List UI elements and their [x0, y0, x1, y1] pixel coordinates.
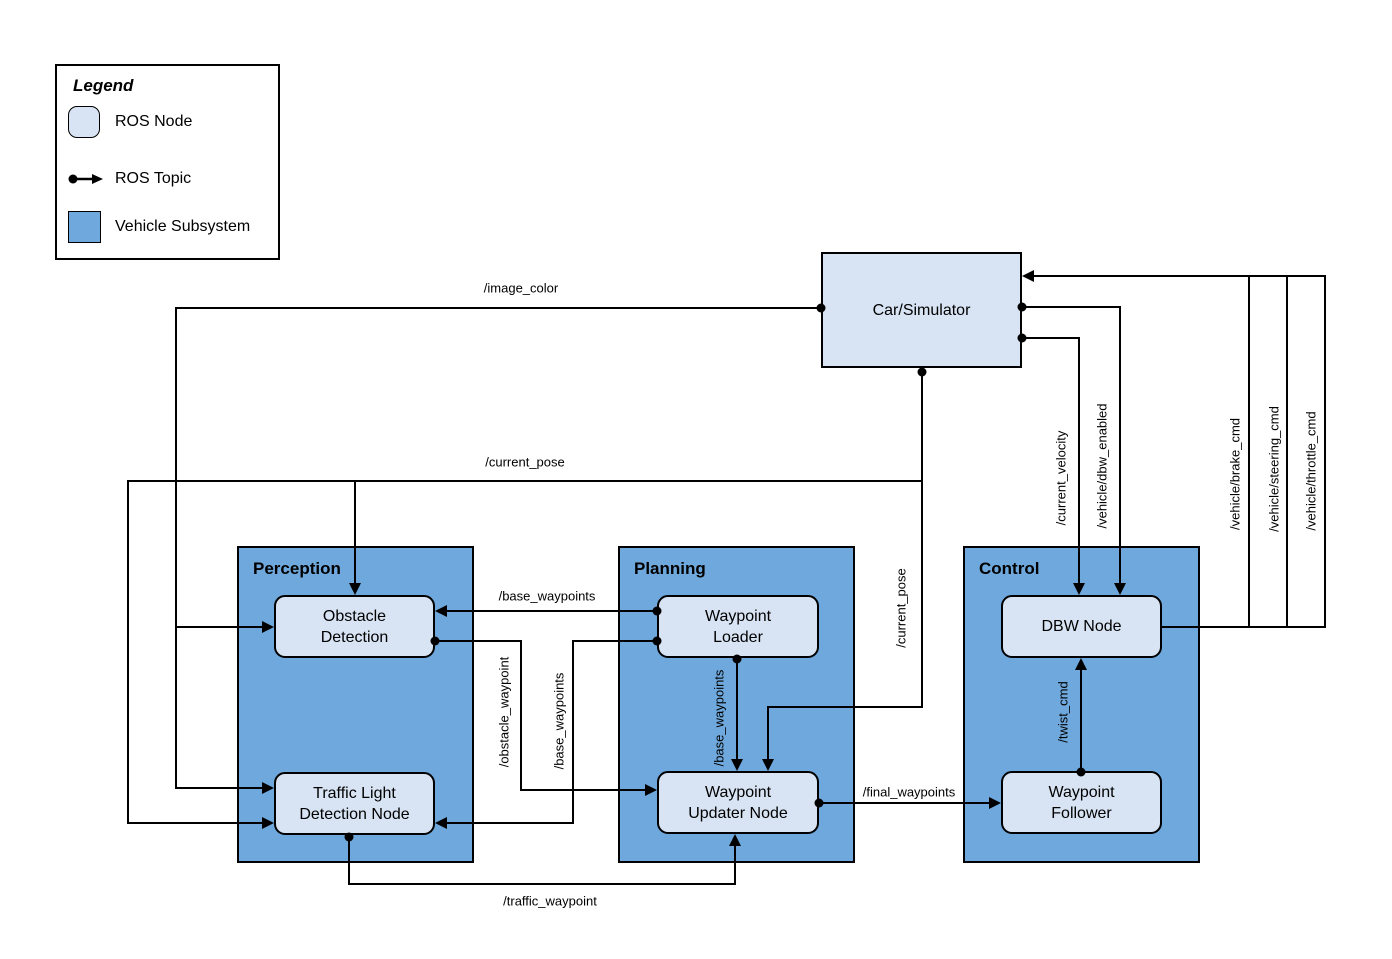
topic-label-traffic-waypoint: /traffic_waypoint	[503, 893, 597, 909]
topic-label-image-color: /image_color	[483, 280, 559, 296]
topic-label-base-waypoints-loader: /base_waypoints	[711, 669, 727, 767]
edge-base-waypoints-to-traffic-light	[435, 636, 662, 829]
topic-label-brake-cmd: /vehicle/brake_cmd	[1227, 418, 1243, 530]
legend: Legend ROS Node ROS Topic Vehicle Subsys…	[55, 64, 280, 260]
planning-title: Planning	[634, 559, 706, 578]
ros-topic-arrow-icon	[68, 174, 103, 184]
obstacle-detection-label-line2: Detection	[320, 628, 389, 646]
topic-label-twist-cmd: /twist_cmd	[1055, 681, 1071, 743]
traffic-light-label-line1: Traffic Light	[313, 784, 396, 802]
car-simulator-label: Car/Simulator	[872, 301, 971, 319]
topic-label-base-waypoints-vertical: /base_waypoints	[551, 672, 567, 770]
waypoint-follower-node: Waypoint Follower	[1001, 771, 1162, 834]
dbw-node-label: DBW Node	[1041, 618, 1122, 635]
topic-label-base-waypoints: /base_waypoints	[498, 588, 596, 604]
topic-label-obstacle-waypoint: /obstacle_waypoint	[496, 656, 512, 768]
edge-base-waypoints-to-obstacle	[435, 605, 662, 617]
waypoint-follower-label-line1: Waypoint	[1048, 783, 1115, 801]
edge-twist-cmd	[1075, 658, 1087, 777]
waypoint-updater-node: Waypoint Updater Node	[657, 771, 819, 834]
obstacle-detection-node: Obstacle Detection	[274, 595, 435, 658]
topic-label-current-pose-vertical: /current_pose	[893, 568, 909, 648]
edge-final-waypoints	[814, 797, 1001, 809]
legend-item-ros-node: ROS Node	[115, 113, 193, 130]
control-title: Control	[979, 559, 1040, 578]
vehicle-subsystem-swatch-icon	[68, 211, 101, 243]
edge-current-pose	[127, 367, 927, 829]
edge-obstacle-waypoint	[430, 636, 657, 796]
waypoint-follower-label-line2: Follower	[1051, 804, 1112, 822]
edge-dbw-enabled	[1017, 302, 1126, 595]
topic-label-dbw-enabled: /vehicle/dbw_enabled	[1094, 403, 1110, 529]
edge-traffic-waypoint	[344, 832, 741, 885]
legend-title: Legend	[73, 76, 134, 95]
obstacle-detection-label-line1: Obstacle	[322, 607, 387, 625]
edge-current-velocity	[1017, 333, 1085, 595]
topic-label-current-pose: /current_pose	[485, 454, 565, 470]
perception-title: Perception	[253, 559, 341, 578]
edge-vehicle-commands	[1022, 270, 1326, 628]
waypoint-updater-label-line1: Waypoint	[704, 783, 772, 801]
legend-item-ros-topic: ROS Topic	[115, 170, 192, 187]
topic-label-final-waypoints: /final_waypoints	[862, 784, 956, 800]
traffic-light-detection-node: Traffic Light Detection Node	[274, 772, 435, 835]
legend-item-vehicle-subsystem: Vehicle Subsystem	[115, 218, 251, 235]
ros-node-swatch-icon	[68, 106, 100, 138]
topic-label-throttle-cmd: /vehicle/throttle_cmd	[1303, 411, 1319, 531]
dbw-node: DBW Node	[1001, 595, 1162, 658]
traffic-light-label-line2: Detection Node	[299, 805, 410, 823]
waypoint-loader-node: Waypoint Loader	[657, 595, 819, 658]
waypoint-updater-label-line2: Updater Node	[688, 804, 788, 822]
edge-base-waypoints-to-updater	[731, 654, 743, 771]
topic-label-steering-cmd: /vehicle/steering_cmd	[1266, 406, 1282, 532]
topic-label-current-velocity: /current_velocity	[1053, 430, 1069, 526]
edge-image-color	[175, 303, 826, 794]
waypoint-loader-label-line2: Loader	[713, 628, 763, 646]
waypoint-loader-label-line1: Waypoint	[704, 607, 772, 625]
